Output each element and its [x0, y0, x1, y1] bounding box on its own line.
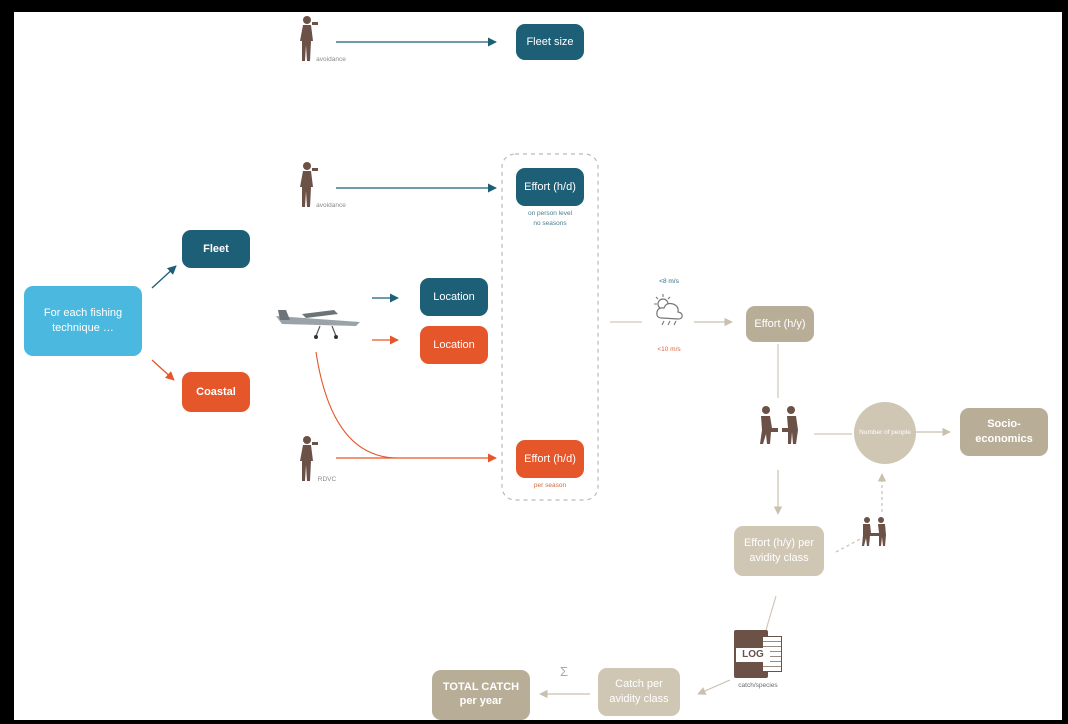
logbook-caption: catch/species — [738, 682, 778, 689]
line-avidity-to-log — [765, 595, 777, 631]
person-caption-3: RDVC — [317, 476, 337, 483]
effort-orange-caption: per season — [533, 482, 567, 489]
socio-economics-node: Socio-economics — [960, 408, 1048, 456]
number-of-people-node: Number of people — [854, 402, 916, 464]
effort-top-caption-1: on person level — [527, 210, 573, 217]
people-small-icon — [862, 517, 886, 546]
dotted-link-avidity — [835, 537, 863, 553]
coastal-node: Coastal — [182, 372, 250, 412]
sum-symbol: Σ — [559, 664, 569, 679]
effort-avidity-node: Effort (h/y) per avidity class — [734, 526, 824, 576]
total-catch-node: TOTAL CATCH per year — [432, 670, 530, 720]
diagram-canvas: avoidance avoidance RDVC Fleet size Effo… — [14, 12, 1062, 720]
log-label: LOG — [736, 648, 770, 662]
people-interview-icon — [760, 406, 798, 444]
total-catch-title: TOTAL CATCH — [442, 681, 520, 694]
effort-hy-node: Effort (h/y) — [746, 306, 814, 342]
person-survey-icon — [300, 162, 318, 207]
fleet-node: Fleet — [182, 230, 250, 268]
effort-group-dashed-box — [501, 153, 599, 501]
person-caption-1: avoidance — [316, 56, 346, 63]
weather-limit-orange: <10 m/s — [657, 346, 681, 353]
effort-top-caption-2: no seasons — [533, 220, 567, 227]
curve-plane-to-effort — [315, 351, 399, 459]
fishing-technique-node: For each fishing technique … — [24, 286, 142, 356]
total-catch-subtitle: per year — [459, 695, 503, 707]
person-survey-icon — [300, 436, 318, 481]
arrow-to-catch — [697, 679, 731, 695]
person-survey-icon — [300, 16, 318, 61]
connector-layer — [151, 37, 951, 699]
location-teal-node: Location — [420, 278, 488, 316]
fleet-size-node: Fleet size — [516, 24, 584, 60]
arrow-to-coastal — [151, 359, 175, 381]
weather-icon — [654, 294, 683, 326]
logbook-icon: LOG — [734, 630, 782, 678]
arrow-to-fleet — [151, 265, 177, 289]
location-orange-node: Location — [420, 326, 488, 364]
effort-hd-orange-node: Effort (h/d) — [516, 440, 584, 478]
catch-avidity-node: Catch per avidity class — [598, 668, 680, 716]
weather-limit-teal: <8 m/s — [659, 278, 679, 285]
person-caption-2: avoidance — [316, 202, 346, 209]
airplane-icon — [276, 310, 360, 339]
effort-hd-teal-node: Effort (h/d) — [516, 168, 584, 206]
